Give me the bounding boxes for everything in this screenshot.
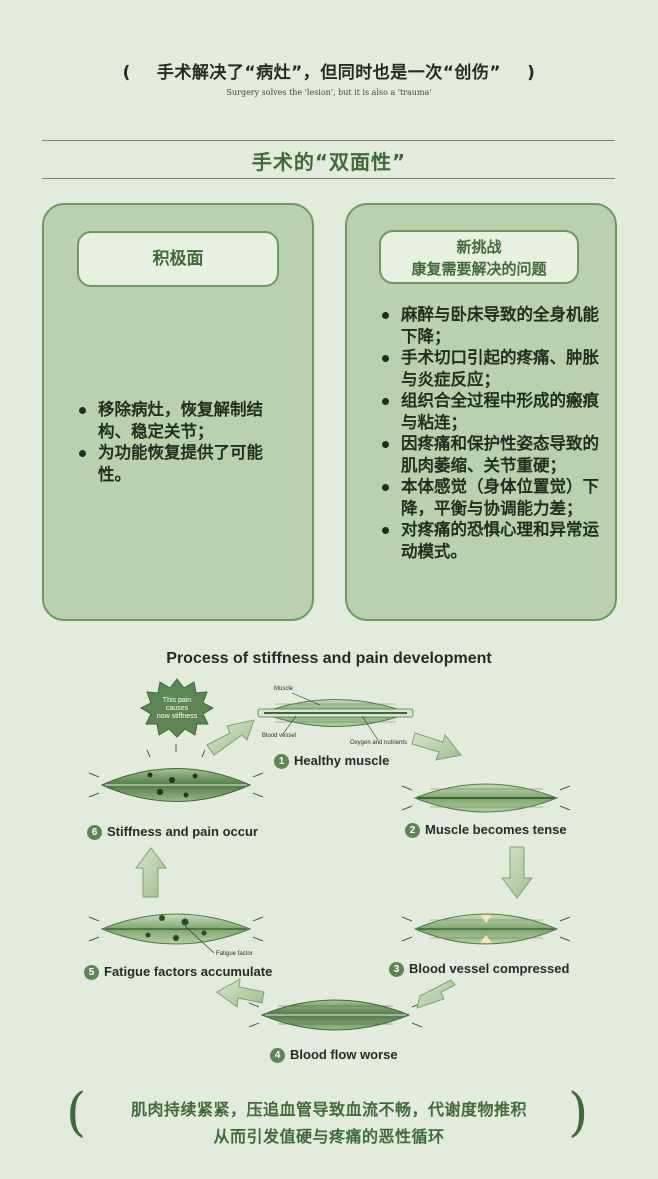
arrow-4-to-5 — [216, 978, 265, 1008]
positive-list: 移除病灶，恢复解制结构、稳定关节； 为功能恢复提供了可能性。 — [76, 399, 286, 485]
step-text: Stiffness and pain occur — [107, 824, 258, 839]
muscle-annotation: Muscle — [274, 686, 294, 692]
footer-open-paren: ( — [66, 1083, 87, 1143]
burst-text: This pain causes now stiffness — [152, 697, 202, 721]
title-text: 手术解决了“病灶”，但同时也是一次“创伤” — [156, 63, 502, 83]
challenge-heading: 新挑战 康复需要解决的问题 — [379, 230, 579, 284]
pain-burst-icon — [139, 678, 215, 738]
fatigue-annotation: Fatigue factor — [216, 951, 253, 957]
challenge-list: 麻醉与卧床导致的全身机能下降； 手术切口引起的疼痛、肿胀与炎症反应； 组织合全过… — [379, 304, 611, 562]
burst-line: This pain — [162, 697, 192, 704]
list-item: 手术切口引起的疼痛、肿胀与炎症反应； — [379, 347, 611, 390]
footer-line-1: 肌肉持续紧紧，压追血管导致血流不畅，代谢度物推积 — [130, 1100, 527, 1119]
step-3-label: 3 Blood vessel compressed — [389, 961, 569, 977]
title-close-paren: ) — [527, 63, 536, 83]
footer-close-paren: ) — [568, 1083, 589, 1143]
muscle-fatigue — [88, 913, 264, 945]
list-item: 对疼痛的恐惧心理和异常运动模式。 — [379, 519, 611, 562]
step-number: 6 — [87, 825, 102, 840]
burst-line: causes — [165, 705, 189, 712]
divider-bottom — [42, 178, 615, 179]
section-title: 手术的“双面性” — [251, 150, 407, 174]
step-number: 1 — [274, 754, 289, 769]
oxygen-annotation: Oxygen and nutrients — [350, 740, 408, 746]
vessel-pointer — [282, 715, 297, 735]
diagram-title: Process of stiffness and pain developmen… — [166, 650, 492, 667]
positive-panel: 积极面 移除病灶，恢复解制结构、稳定关节； 为功能恢复提供了可能性。 — [42, 203, 314, 621]
challenge-heading-line2: 康复需要解决的问题 — [411, 260, 547, 278]
muscle-compressed — [401, 913, 571, 945]
step-6-label: 6 Stiffness and pain occur — [87, 824, 258, 840]
step-text: Healthy muscle — [294, 753, 390, 768]
step-text: Blood flow worse — [290, 1047, 398, 1062]
step-number: 3 — [389, 962, 404, 977]
step-4-label: 4 Blood flow worse — [270, 1047, 398, 1063]
step-number: 5 — [84, 965, 99, 980]
arrow-1-to-2 — [411, 732, 462, 761]
page-title: ( 手术解决了“病灶”，但同时也是一次“创伤”) — [0, 58, 658, 83]
list-item: 组织合全过程中形成的瘢痕与粘连； — [379, 390, 611, 433]
vessel-annotation: Blood vessel — [262, 733, 297, 739]
challenge-panel: 新挑战 康复需要解决的问题 麻醉与卧床导致的全身机能下降； 手术切口引起的疼痛、… — [345, 203, 617, 621]
challenge-heading-line1: 新挑战 — [456, 238, 502, 256]
arrow-2-to-3 — [501, 846, 533, 899]
step-2-label: 2 Muscle becomes tense — [405, 822, 567, 838]
list-item: 本体感觉（身体位置觉）下降，平衡与协调能力差； — [379, 476, 611, 519]
list-item: 麻醉与卧床导致的全身机能下降； — [379, 304, 611, 347]
step-text: Muscle becomes tense — [425, 822, 567, 837]
list-item: 因疼痛和保护性姿态导致的肌肉萎缩、关节重硬； — [379, 433, 611, 476]
muscle-healthy — [257, 699, 414, 727]
list-item: 移除病灶，恢复解制结构、稳定关节； — [76, 399, 286, 442]
fatigue-pointer — [184, 925, 215, 954]
muscle-tense — [401, 783, 571, 813]
divider-top — [42, 140, 615, 141]
arrow-5-to-6 — [135, 847, 167, 898]
footer-line-2: 从而引发值硬与疼痛的恶性循环 — [213, 1127, 445, 1146]
list-item: 为功能恢复提供了可能性。 — [76, 442, 286, 485]
arrow-3-to-4 — [416, 979, 456, 1009]
muscle-pointer — [291, 692, 321, 706]
burst-line: now stiffness — [156, 713, 198, 720]
positive-heading: 积极面 — [77, 231, 279, 287]
arrow-6-to-1 — [206, 719, 255, 756]
muscle-flow-worse — [248, 999, 423, 1031]
step-text: Blood vessel compressed — [409, 961, 570, 976]
title-open-paren: ( — [122, 63, 131, 83]
page-subtitle: Surgery solves the 'lesion', but it is a… — [226, 88, 432, 97]
step-number: 2 — [405, 823, 420, 838]
muscle-stiffness — [88, 744, 264, 802]
oxygen-pointer — [361, 715, 379, 741]
step-1-label: 1 Healthy muscle — [274, 753, 389, 769]
step-5-label: 5 Fatigue factors accumulate — [84, 964, 272, 980]
step-number: 4 — [270, 1048, 285, 1063]
step-text: Fatigue factors accumulate — [104, 964, 273, 979]
